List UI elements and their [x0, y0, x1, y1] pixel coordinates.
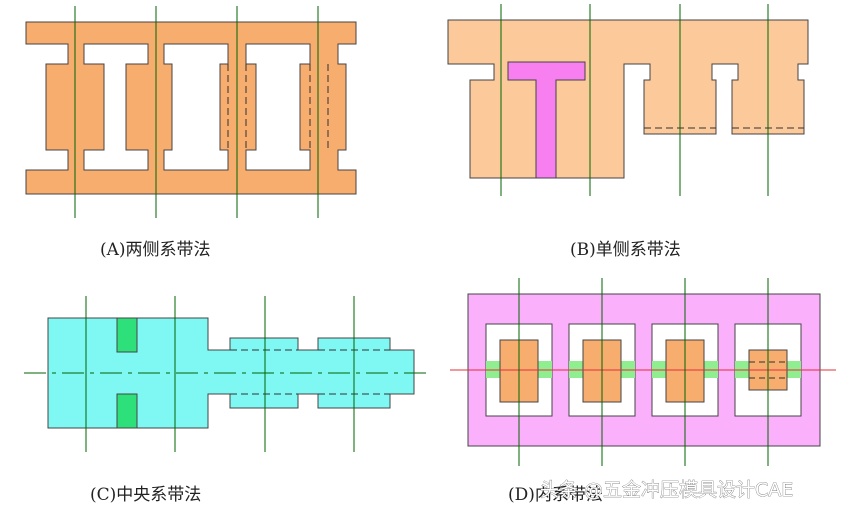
panel-a-two-side-carrier	[25, 6, 357, 218]
panel-d-hidden-lines	[749, 361, 787, 379]
panel-d-center-lines	[450, 278, 836, 466]
panel-a-hidden-lines	[227, 64, 329, 150]
panel-a-strip	[25, 21, 357, 195]
panel-c-center-lines	[24, 296, 432, 452]
panel-a-center-lines	[74, 6, 319, 218]
panel-b-single-side-carrier	[447, 4, 809, 196]
panel-b-strip	[447, 19, 809, 179]
panel-b-t-punch	[507, 61, 586, 179]
caption-c: (C)中央系带法	[90, 485, 201, 505]
panel-b-center-lines	[500, 4, 769, 196]
caption-b: (B)单侧系带法	[570, 240, 681, 260]
caption-d: (D)内系带法	[508, 485, 603, 505]
watermark: 头条 @五金冲压模具设计CAE	[540, 479, 793, 501]
caption-a: (A)两侧系带法	[100, 240, 211, 260]
panel-d-inner-carrier	[450, 278, 836, 466]
panel-c-center-carrier	[24, 296, 432, 452]
panel-c-pilot-bottom	[116, 393, 138, 429]
panel-c-pilot-top	[116, 317, 138, 353]
